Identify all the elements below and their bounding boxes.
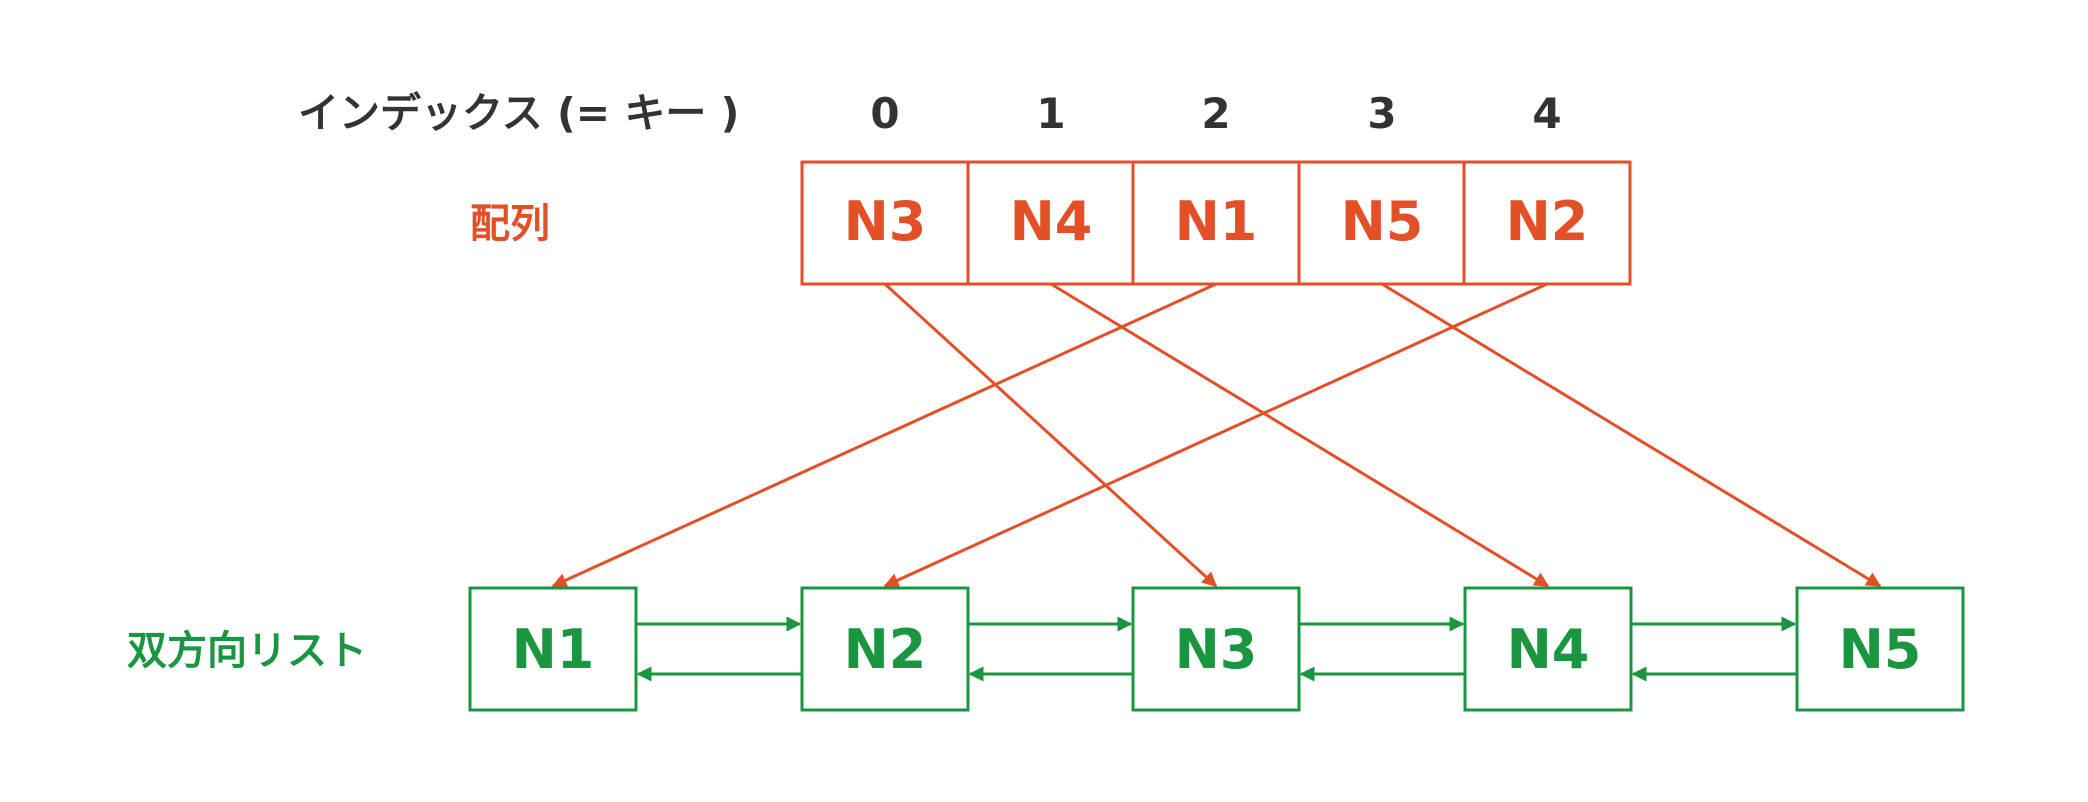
index-0: 0 — [870, 89, 899, 138]
index-row: 0 1 2 3 4 — [870, 89, 1561, 138]
array-cell-2: N1 — [1175, 190, 1258, 253]
pointer-arrows — [551, 282, 1882, 588]
index-key-label: インデックス (= キー ) — [298, 89, 739, 137]
list-node-5: N5 — [1839, 618, 1922, 681]
list-label: 双方向リスト — [127, 628, 367, 674]
array-cell-3: N5 — [1341, 190, 1424, 253]
list-node-box-2 — [800, 586, 970, 712]
list-node-box-4 — [1463, 586, 1633, 712]
array-cell-0: N3 — [844, 190, 927, 253]
list-node-box-1 — [468, 586, 638, 712]
pointer-arrow-4-to-n2 — [883, 282, 1548, 588]
array-label: 配列 — [470, 201, 550, 247]
array-row: N3 N4 N1 N5 N2 — [800, 160, 1632, 286]
list-node-box-5 — [1795, 586, 1965, 712]
list-node-box-3 — [1131, 586, 1301, 712]
list-node-1: N1 — [512, 618, 595, 681]
index-2: 2 — [1201, 89, 1230, 138]
list-node-4: N4 — [1507, 618, 1590, 681]
pointer-arrow-1-to-n4 — [1050, 282, 1550, 588]
array-cell-4: N2 — [1506, 190, 1589, 253]
list-node-2: N2 — [844, 618, 927, 681]
index-1: 1 — [1036, 89, 1065, 138]
pointer-arrow-2-to-n1 — [551, 282, 1217, 588]
index-4: 4 — [1532, 89, 1561, 138]
array-cell-1: N4 — [1010, 190, 1093, 253]
list-row: N1 N2 N3 N4 N5 — [468, 586, 1965, 712]
list-node-3: N3 — [1175, 618, 1258, 681]
pointer-arrow-3-to-n5 — [1381, 282, 1882, 588]
pointer-arrow-0-to-n3 — [883, 282, 1218, 588]
link-arrows — [636, 616, 1797, 682]
index-3: 3 — [1367, 89, 1396, 138]
